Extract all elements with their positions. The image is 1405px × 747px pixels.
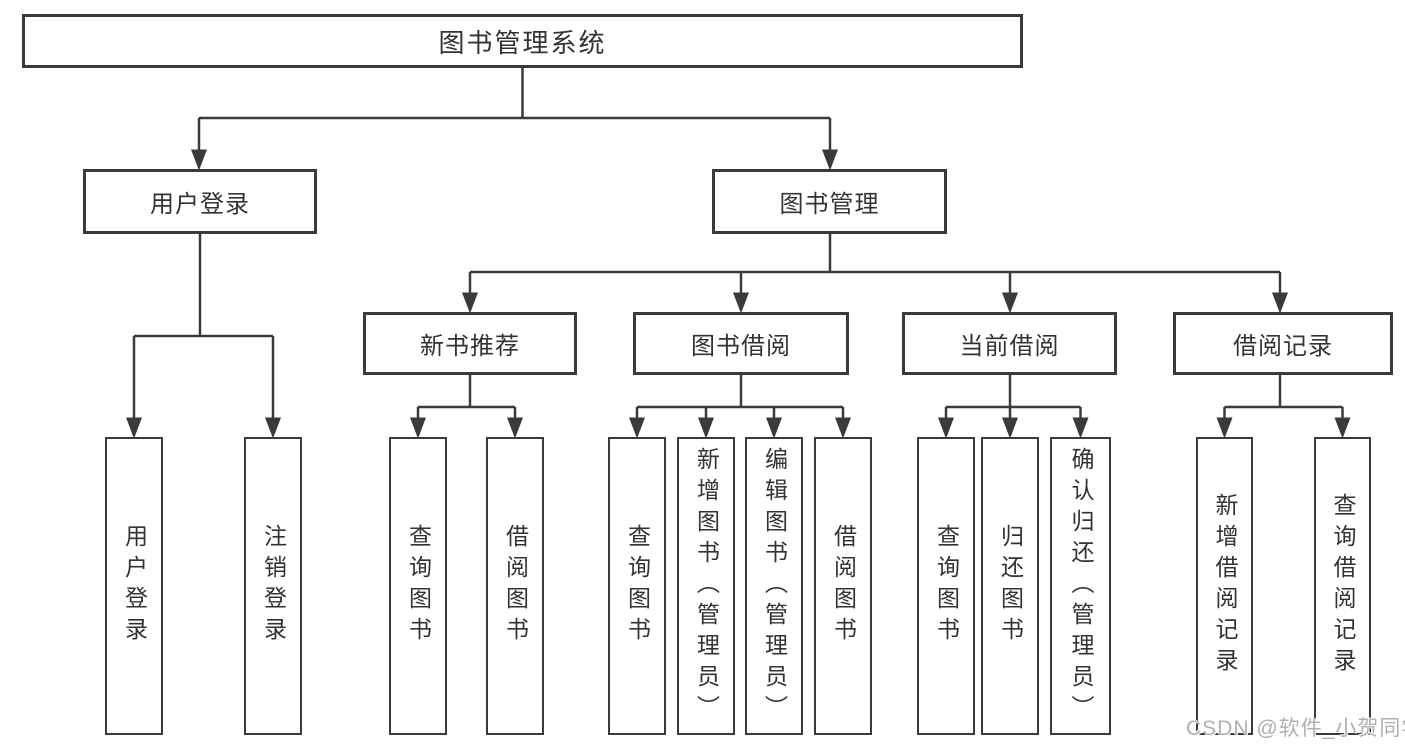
node-borrow-books-borrowing: 借阅图书 [814, 437, 872, 735]
node-label: 查询图书 [624, 524, 651, 648]
node-book-management-module: 图书管理 [712, 169, 947, 234]
node-logout: 注销登录 [244, 437, 302, 735]
node-label: 归还图书 [997, 524, 1024, 648]
node-edit-book-admin: 编辑图书（管理员） [745, 437, 803, 735]
csdn-watermark: CSDN @软件_小贺同学 [1186, 717, 1405, 740]
node-label: 当前借阅 [959, 333, 1060, 360]
node-book-borrowing: 图书借阅 [633, 312, 849, 375]
node-label: 图书管理 [779, 191, 880, 218]
node-label: 查询借阅记录 [1330, 493, 1356, 679]
node-query-books-current: 查询图书 [917, 437, 975, 735]
node-return-book: 归还图书 [981, 437, 1039, 735]
node-label: 新增借阅记录 [1212, 493, 1238, 679]
node-label: 用户登录 [121, 524, 148, 648]
node-query-borrow-record: 查询借阅记录 [1314, 437, 1371, 735]
node-borrowing-records: 借阅记录 [1173, 312, 1393, 375]
node-label: 编辑图书（管理员） [761, 446, 788, 726]
node-add-borrow-record: 新增借阅记录 [1196, 437, 1253, 735]
node-user-login: 用户登录 [105, 437, 163, 735]
node-user-login-module: 用户登录 [83, 169, 317, 234]
arrowheads [126, 149, 1351, 439]
node-label: 查询图书 [405, 524, 432, 648]
node-query-books-recommend: 查询图书 [389, 437, 447, 735]
node-query-books-borrowing: 查询图书 [608, 437, 666, 735]
node-label: 确认归还（管理员） [1068, 446, 1094, 726]
node-label: 图书管理系统 [438, 27, 607, 58]
node-label: 图书借阅 [691, 333, 791, 360]
node-current-borrowing: 当前借阅 [902, 312, 1117, 375]
node-label: 查询图书 [933, 524, 960, 648]
node-label: 借阅图书 [830, 524, 857, 648]
node-label: 用户登录 [150, 191, 250, 218]
node-label: 借阅记录 [1233, 333, 1333, 360]
node-new-book-recommendation: 新书推荐 [363, 312, 577, 375]
node-label: 借阅图书 [502, 524, 529, 648]
node-label: 新增图书（管理员） [693, 446, 720, 726]
node-add-book-admin: 新增图书（管理员） [677, 437, 735, 735]
node-library-management-system: 图书管理系统 [22, 14, 1023, 68]
node-label: 注销登录 [260, 524, 287, 648]
node-label: 新书推荐 [420, 333, 520, 360]
node-borrow-books-recommend: 借阅图书 [486, 437, 544, 735]
node-confirm-return-admin: 确认归还（管理员） [1050, 437, 1111, 735]
